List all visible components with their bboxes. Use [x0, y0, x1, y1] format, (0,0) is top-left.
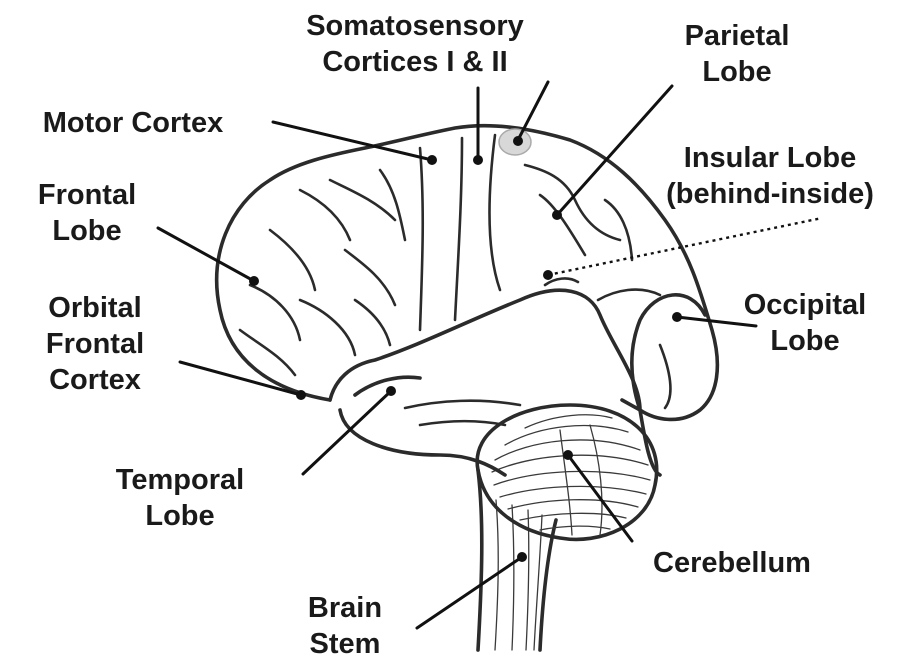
cerebrum-drawing: [215, 123, 720, 477]
label-line: Cortex: [49, 364, 141, 396]
label-frontal: Frontal Lobe: [22, 177, 152, 249]
label-line: Temporal: [115, 464, 245, 496]
label-line: Cerebellum: [653, 547, 811, 579]
dot-somatosensory-b: [513, 136, 523, 146]
label-line: Brain: [307, 592, 383, 624]
label-parietal: Parietal Lobe: [672, 18, 802, 90]
label-line: (behind-inside): [666, 178, 874, 210]
dot-occipital: [672, 312, 682, 322]
leader-frontal: [156, 226, 256, 283]
dot-frontal: [249, 276, 259, 286]
label-line: Somatosensory: [306, 10, 524, 42]
label-line: Frontal: [37, 179, 137, 211]
label-line: Orbital: [48, 292, 142, 324]
cerebellum-drawing: [475, 403, 659, 542]
leader-occipital: [675, 315, 758, 328]
dot-insular: [543, 270, 553, 280]
label-temporal: Temporal Lobe: [100, 462, 260, 534]
label-line: Lobe: [52, 215, 122, 247]
label-line: Lobe: [702, 56, 772, 88]
label-insular: Insular Lobe (behind-inside): [650, 140, 890, 212]
label-occipital: Occipital Lobe: [730, 287, 880, 359]
leader-orbital: [178, 360, 303, 397]
leader-parietal: [555, 84, 674, 217]
leader-insular: [547, 216, 823, 277]
label-brain-stem: Brain Stem: [285, 590, 405, 662]
label-line: Frontal: [45, 328, 145, 360]
label-line: Motor Cortex: [42, 107, 224, 139]
label-line: Occipital: [743, 289, 867, 321]
label-cerebellum: Cerebellum: [632, 545, 832, 581]
leader-brainstem: [415, 555, 524, 630]
dot-parietal: [552, 210, 562, 220]
label-somatosensory: Somatosensory Cortices I & II: [290, 8, 540, 80]
label-orbital-frontal-cortex: Orbital Frontal Cortex: [30, 290, 160, 398]
leader-cerebellum: [566, 453, 634, 543]
dot-orbital: [296, 390, 306, 400]
leader-dots: [249, 136, 682, 562]
dot-somatosensory-a: [473, 155, 483, 165]
label-line: Lobe: [145, 500, 215, 532]
label-line: Insular Lobe: [683, 142, 857, 174]
label-line: Stem: [309, 628, 381, 660]
leader-temporal: [301, 389, 393, 476]
dot-brainstem: [517, 552, 527, 562]
label-line: Parietal: [684, 20, 790, 52]
leader-lines: [156, 80, 823, 630]
dot-temporal: [386, 386, 396, 396]
leader-motor: [271, 120, 434, 162]
label-line: Lobe: [770, 325, 840, 357]
label-motor-cortex: Motor Cortex: [28, 105, 238, 141]
dot-motor: [427, 155, 437, 165]
leader-somatosensory-b: [516, 80, 550, 142]
dot-cerebellum: [563, 450, 573, 460]
label-line: Cortices I & II: [322, 46, 508, 78]
